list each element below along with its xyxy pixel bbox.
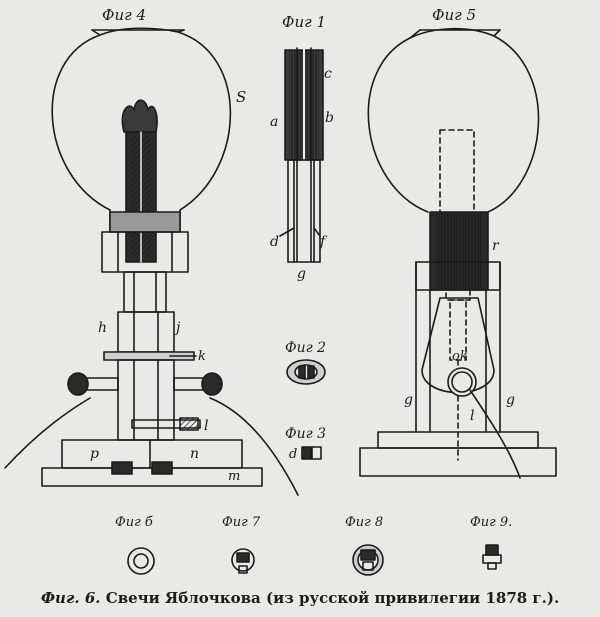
letter-s: S <box>236 88 246 106</box>
letter-p: p <box>90 446 99 462</box>
fig5-lamp <box>359 27 557 479</box>
letter-r: r <box>492 238 500 254</box>
fig9-label: Фиг 9. <box>470 515 512 530</box>
fig8-label: Фиг 8 <box>345 515 383 530</box>
letter-l-fig5: l <box>470 408 474 424</box>
letter-k: k <box>198 349 206 364</box>
fig6-ring <box>127 547 155 575</box>
fig8-part <box>352 544 384 576</box>
letter-ok: ok <box>452 349 468 364</box>
fig2-label: Фиг 2 <box>285 340 326 356</box>
letter-a: a <box>270 114 278 130</box>
fig1-candle <box>279 47 324 263</box>
fig4-label: Фиг 4 <box>102 6 146 24</box>
letter-n: n <box>190 446 199 462</box>
fig1-label: Фиг 1 <box>282 13 326 31</box>
fig4-lamp <box>4 27 299 496</box>
letter-h: h <box>98 320 107 336</box>
fig5-label: Фиг 5 <box>432 6 476 24</box>
fig9-part <box>482 544 502 570</box>
fig7-part <box>231 548 255 574</box>
figure-caption: Фиг. 6. Свечи Яблочкова (из русской прив… <box>0 589 600 607</box>
letter-g-left: g <box>404 392 413 408</box>
letter-m: m <box>228 469 240 484</box>
letter-c: c <box>324 66 332 82</box>
letter-d: d <box>270 234 279 250</box>
fig2-section <box>286 359 326 385</box>
letter-g: g <box>297 266 306 282</box>
letter-j: j <box>173 320 181 336</box>
letter-g-right: g <box>506 392 515 408</box>
fig3-letter-d: d <box>289 447 297 462</box>
letter-l: l <box>204 418 208 434</box>
fig3-label: Фиг 3 <box>285 426 326 442</box>
caption-text: Свечи Яблочкова (из русской привилегии 1… <box>105 589 560 607</box>
fig7-label: Фиг 7 <box>222 515 261 530</box>
fig3-section <box>301 446 322 460</box>
caption-prefix: Фиг. 6. <box>40 589 101 607</box>
letter-f: f <box>319 234 328 250</box>
fig6-label: Фиг б <box>115 515 153 530</box>
letter-b: b <box>325 110 334 126</box>
